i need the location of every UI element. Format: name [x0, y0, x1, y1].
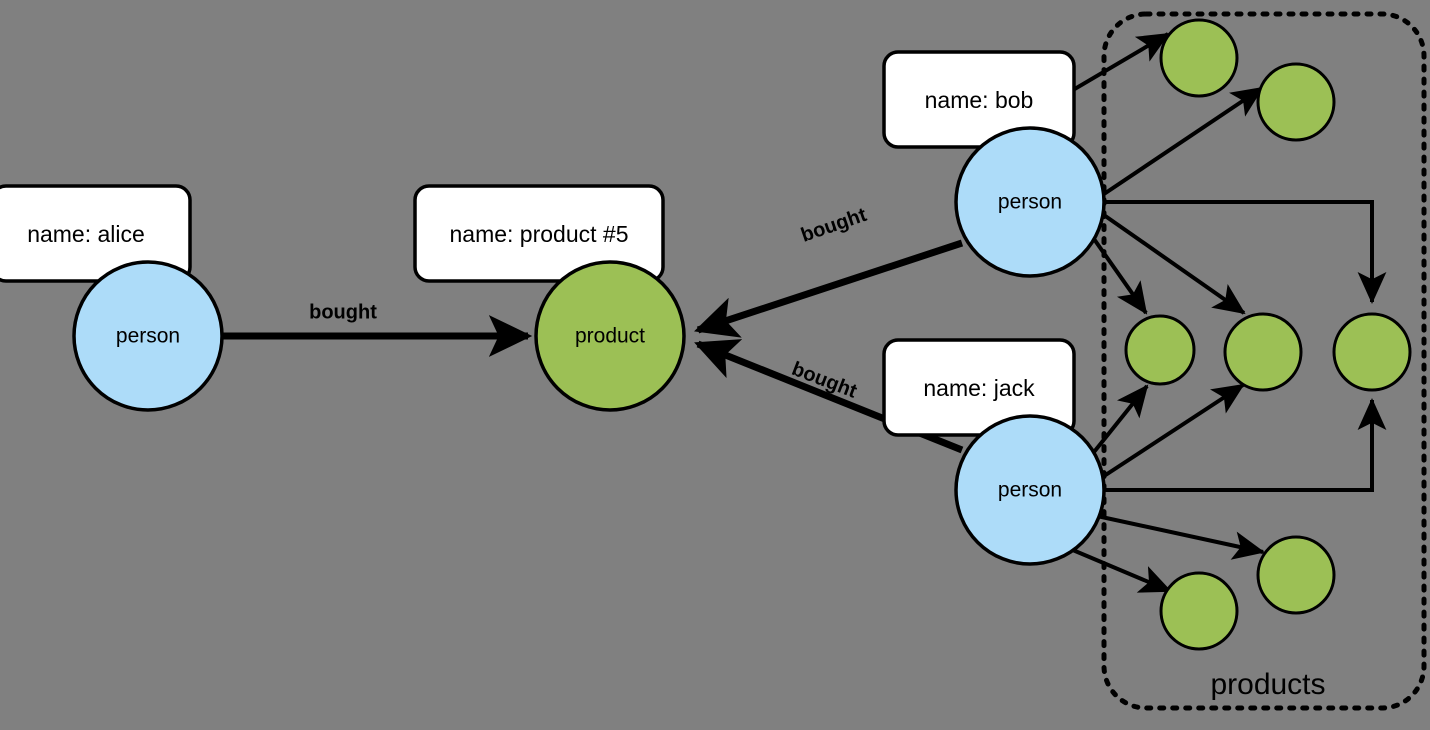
node-bob[interactable]: person: [954, 126, 1106, 278]
edge-jack-to-p-bot-right: [1096, 514, 1265, 560]
property-boxes: name: alice name: product #5 name: bob n…: [0, 50, 1076, 437]
node-jack[interactable]: person: [954, 414, 1106, 566]
edge-bob-to-p-mid-center: [1099, 211, 1246, 315]
property-box-bob: name: bob: [882, 50, 1076, 149]
node-p-mid-center[interactable]: [1223, 312, 1303, 392]
edge-bob-to-p-top-right: [1099, 86, 1264, 198]
property-box-bob-label: name: bob: [925, 87, 1034, 113]
products-group-border: [1101, 11, 1427, 711]
property-box-product5-label: name: product #5: [449, 221, 628, 247]
property-box-alice: name: alice: [0, 184, 192, 283]
edge-label-bob-bought: bought: [798, 204, 870, 247]
edge-jack-to-p-mid-right: [1104, 398, 1387, 492]
node-product5-label: product: [575, 325, 645, 348]
property-box-jack-label: name: jack: [923, 375, 1035, 401]
edge-jack-to-p-mid-center: [1099, 383, 1245, 480]
product-edges-jack: [1067, 383, 1387, 593]
node-p-mid-right[interactable]: [1332, 312, 1412, 392]
node-jack-circle[interactable]: [954, 414, 1106, 566]
node-alice[interactable]: person: [72, 260, 224, 412]
node-p-bot-right[interactable]: [1256, 535, 1336, 615]
property-box-jack: name: jack: [882, 338, 1076, 437]
edge-jack-to-p-mid-left: [1092, 384, 1149, 454]
node-alice-circle[interactable]: [72, 260, 224, 412]
node-product5-circle[interactable]: [534, 260, 686, 412]
property-box-alice-rect: [0, 184, 192, 283]
property-box-product5: name: product #5: [413, 184, 665, 283]
property-box-alice-label: name: alice: [27, 221, 145, 247]
node-p-mid-left[interactable]: [1124, 314, 1196, 386]
node-jack-label: person: [998, 479, 1062, 502]
product-circle-group: [1124, 18, 1412, 651]
edge-bob-bought-product: [694, 239, 964, 338]
node-p-top-right[interactable]: [1256, 62, 1336, 142]
node-p-top-left[interactable]: [1159, 18, 1239, 98]
node-bob-label: person: [998, 191, 1062, 214]
main-nodes: person product person person: [72, 126, 1106, 566]
edge-bob-to-p-mid-right: [1104, 200, 1387, 304]
node-alice-label: person: [116, 325, 180, 348]
edge-bob-to-p-mid-left: [1092, 237, 1148, 315]
property-box-product5-rect: [413, 184, 665, 283]
node-product5[interactable]: product: [534, 260, 686, 412]
edge-jack-to-p-bot-left: [1067, 546, 1172, 593]
node-p-bot-left[interactable]: [1159, 571, 1239, 651]
products-group-label: products: [1210, 668, 1325, 701]
node-bob-circle[interactable]: [954, 126, 1106, 278]
edge-label-alice-bought: bought: [309, 301, 377, 323]
